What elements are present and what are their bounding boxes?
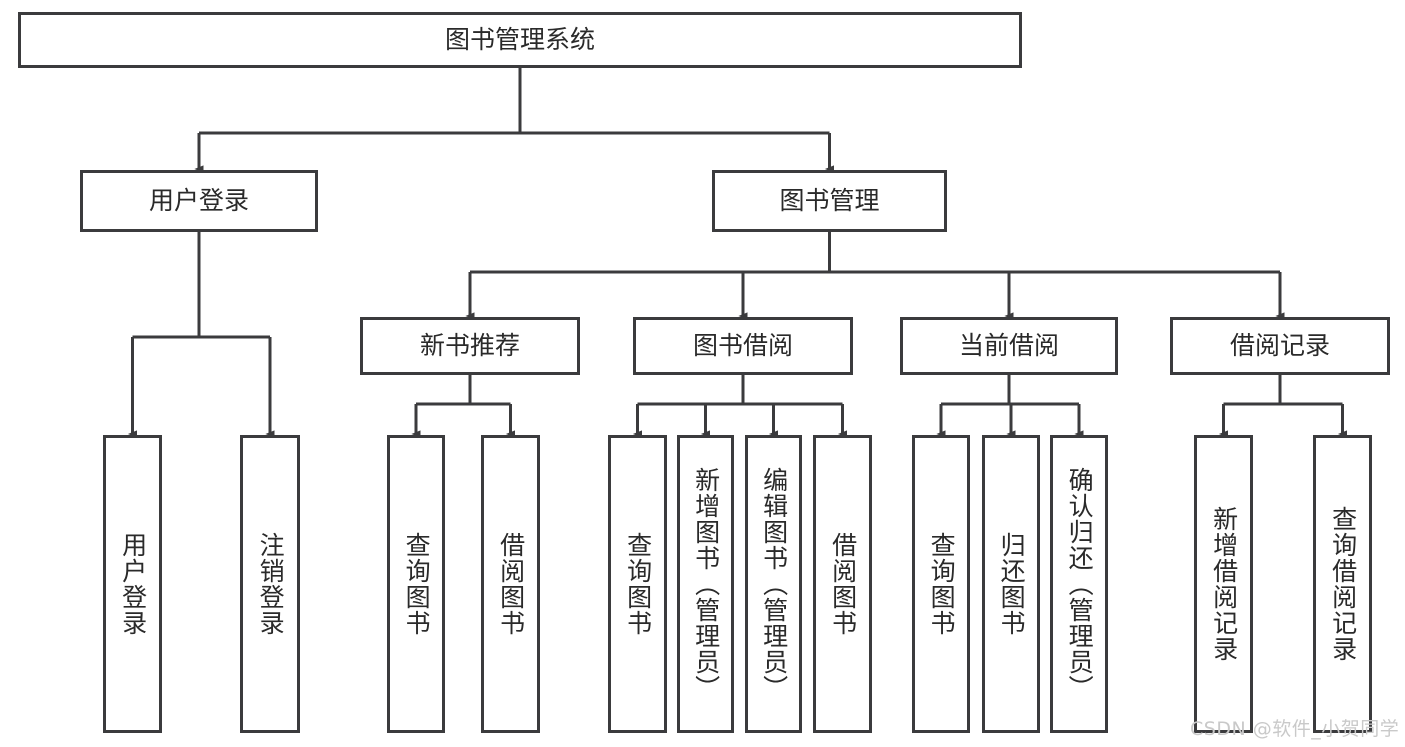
- node-root[interactable]: 图书管理系统: [18, 12, 1022, 68]
- node-label: 确认归还（管理员）: [1065, 467, 1095, 701]
- node-level1-用户登录[interactable]: 用户登录: [80, 170, 318, 232]
- node-label: 查询图书: [402, 532, 432, 636]
- node-leaf-用户登录[interactable]: 用户登录: [103, 435, 162, 733]
- node-root-label: 图书管理系统: [444, 25, 595, 54]
- node-leaf-查询图书[interactable]: 查询图书: [608, 435, 667, 733]
- node-label: 当前借阅: [958, 331, 1059, 360]
- node-label: 查询借阅记录: [1328, 506, 1358, 662]
- connector-lines: [127, 68, 1347, 438]
- node-leaf-归还图书[interactable]: 归还图书: [982, 435, 1040, 733]
- node-leaf-注销登录[interactable]: 注销登录: [240, 435, 300, 733]
- node-label: 借阅图书: [496, 532, 526, 636]
- node-level2-借阅记录[interactable]: 借阅记录: [1170, 317, 1390, 375]
- node-leaf-编辑图书管理员[interactable]: 编辑图书（管理员）: [745, 435, 802, 733]
- node-leaf-借阅图书[interactable]: 借阅图书: [813, 435, 872, 733]
- node-label: 图书借阅: [692, 331, 793, 360]
- node-leaf-查询图书[interactable]: 查询图书: [387, 435, 445, 733]
- node-label: 借阅记录: [1229, 331, 1330, 360]
- node-leaf-确认归还管理员[interactable]: 确认归还（管理员）: [1050, 435, 1108, 733]
- node-label: 新书推荐: [419, 331, 520, 360]
- node-label: 新增图书（管理员）: [691, 467, 721, 701]
- node-leaf-查询借阅记录[interactable]: 查询借阅记录: [1313, 435, 1372, 733]
- node-label: 图书管理: [779, 186, 880, 215]
- node-label: 查询图书: [623, 532, 653, 636]
- node-leaf-新增借阅记录[interactable]: 新增借阅记录: [1194, 435, 1253, 733]
- node-label: 用户登录: [148, 186, 249, 215]
- node-label: 借阅图书: [828, 532, 858, 636]
- node-label: 归还图书: [997, 532, 1027, 636]
- node-leaf-新增图书管理员[interactable]: 新增图书（管理员）: [677, 435, 734, 733]
- node-label: 编辑图书（管理员）: [759, 467, 789, 701]
- node-leaf-借阅图书[interactable]: 借阅图书: [481, 435, 540, 733]
- node-label: 用户登录: [118, 532, 148, 636]
- node-level2-当前借阅[interactable]: 当前借阅: [900, 317, 1118, 375]
- node-leaf-查询图书[interactable]: 查询图书: [912, 435, 970, 733]
- node-label: 注销登录: [256, 532, 286, 636]
- node-level1-图书管理[interactable]: 图书管理: [712, 170, 947, 232]
- node-label: 查询图书: [927, 532, 957, 636]
- node-label: 新增借阅记录: [1209, 506, 1239, 662]
- node-level2-新书推荐[interactable]: 新书推荐: [360, 317, 580, 375]
- node-level2-图书借阅[interactable]: 图书借阅: [633, 317, 853, 375]
